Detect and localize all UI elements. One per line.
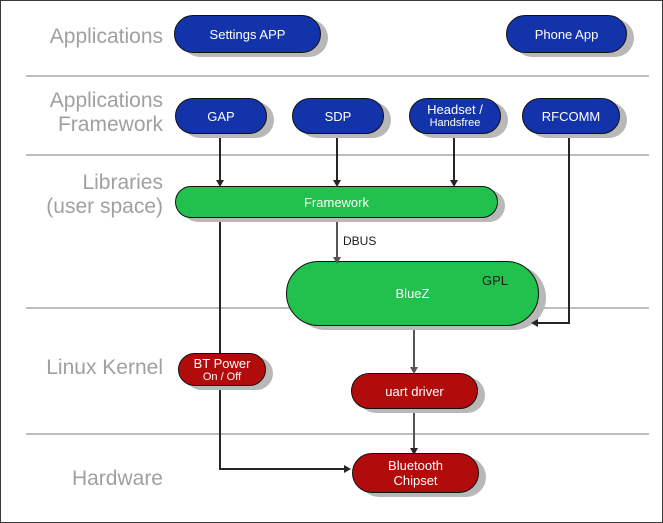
connector-rfcomm-to-bluez xyxy=(537,322,570,324)
arrowhead-gap-to-framework xyxy=(216,180,224,187)
connector-gap-to-framework xyxy=(219,136,221,184)
node-bluetooth-chipset-sublabel: Chipset xyxy=(393,473,438,488)
arrowhead-sdp-to-framework xyxy=(333,180,341,187)
connector-sdp-to-framework xyxy=(336,136,338,184)
arrowhead-framework-to-chipset xyxy=(344,465,351,473)
edge-label-dbus: DBUS xyxy=(343,234,377,248)
connector-framework-to-chipset-vertical xyxy=(219,217,221,469)
connector-uart-to-chipset xyxy=(413,409,415,453)
connector-bluez-to-uart xyxy=(413,323,415,371)
row-label-hardware: Hardware xyxy=(71,467,163,490)
node-bt-power-sublabel: On / Off xyxy=(202,370,242,383)
node-headset-handsfree-sublabel: Handsfree xyxy=(429,117,481,129)
node-bluetooth-chipset[interactable]: Bluetooth Chipset xyxy=(352,453,479,493)
divider-applications xyxy=(26,75,649,77)
node-rfcomm-label: RFCOMM xyxy=(541,108,601,124)
row-label-applications-framework: Applications Framework xyxy=(49,89,163,136)
row-label-applications: Applications xyxy=(49,25,163,48)
node-gap[interactable]: GAP xyxy=(175,98,267,134)
node-framework[interactable]: Framework xyxy=(175,186,498,218)
arrowhead-headset-to-framework xyxy=(450,180,458,187)
node-bluez-label: BlueZ xyxy=(395,286,430,301)
node-headset-handsfree-label: Headset / xyxy=(427,102,483,117)
node-settings-app[interactable]: Settings APP xyxy=(174,15,321,53)
arrowhead-framework-to-bluez xyxy=(333,257,341,264)
node-gap-label: GAP xyxy=(207,108,235,124)
node-sdp-label: SDP xyxy=(324,108,352,124)
node-framework-label: Framework xyxy=(303,194,369,210)
node-uart-driver[interactable]: uart driver xyxy=(351,373,478,409)
divider-linux-kernel xyxy=(26,433,649,435)
node-uart-driver-label: uart driver xyxy=(385,383,444,399)
connector-rfcomm-down xyxy=(568,136,570,323)
node-bluetooth-chipset-label: Bluetooth xyxy=(388,458,443,473)
connector-framework-to-chipset-horizontal xyxy=(219,468,345,470)
row-label-libraries: Libraries (user space) xyxy=(46,171,163,218)
arrowhead-bluez-to-uart xyxy=(410,367,418,374)
bluez-license-badge: GPL xyxy=(482,273,509,288)
node-headset-handsfree[interactable]: Headset / Handsfree xyxy=(409,98,501,134)
connector-headset-to-framework xyxy=(453,136,455,184)
node-settings-app-label: Settings APP xyxy=(209,26,286,42)
arrowhead-uart-to-chipset xyxy=(410,448,418,455)
node-phone-app[interactable]: Phone App xyxy=(506,15,627,53)
node-phone-app-label: Phone App xyxy=(534,26,599,42)
node-rfcomm[interactable]: RFCOMM xyxy=(522,98,620,134)
arrowhead-rfcomm-to-bluez xyxy=(531,319,538,327)
node-bt-power[interactable]: BT Power On / Off xyxy=(178,353,266,386)
node-bluez[interactable]: BlueZ xyxy=(286,261,539,326)
node-bt-power-label: BT Power xyxy=(193,355,251,371)
connector-framework-to-bluez xyxy=(336,217,338,261)
node-sdp[interactable]: SDP xyxy=(292,98,384,134)
row-label-linux-kernel: Linux Kernel xyxy=(46,356,163,379)
